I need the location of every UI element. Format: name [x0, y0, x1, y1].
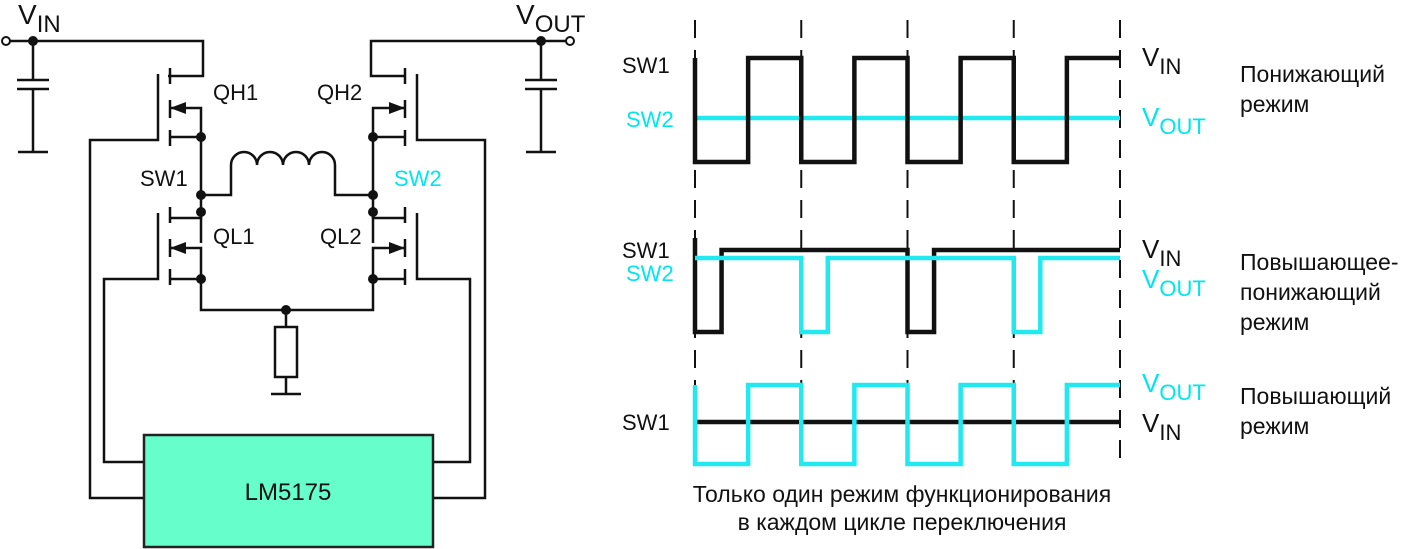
sw1-node-label: SW1	[140, 166, 188, 191]
ql1-mosfet-icon	[102, 207, 206, 464]
sense-resistor-icon	[271, 310, 301, 396]
caption-line-1: Только один режим функционирования	[693, 481, 1111, 507]
boost-mode-line-1: Повышающий	[1240, 383, 1391, 409]
buckboost-mode-line-1: Повышающее-	[1240, 249, 1398, 275]
buckboost-sw2-trace	[695, 255, 1120, 335]
waveforms: SW1 SW2 VIN VOUT Понижающий режим SW1 SW…	[622, 20, 1398, 535]
boost-sw2-trace	[692, 382, 1120, 467]
input-capacitor-icon	[17, 41, 49, 154]
buckboost-vout-label: VOUT	[1142, 264, 1206, 301]
schematic: VIN VOUT QH1	[1, 0, 586, 549]
buckboost-sw1-label: SW1	[622, 238, 670, 263]
sw2-node-label: SW2	[394, 166, 442, 191]
qh2-label: QH2	[317, 80, 362, 105]
buck-sw2-label: SW2	[626, 107, 674, 132]
buckboost-sw2-label: SW2	[626, 261, 674, 286]
vin-terminal	[1, 36, 11, 46]
vin-label: VIN	[18, 0, 61, 38]
buckboost-mode-line-2: понижающий	[1240, 279, 1381, 305]
vin-rail	[10, 39, 205, 78]
vout-rail	[369, 39, 566, 78]
buck-sw1-trace	[692, 55, 1120, 165]
buck-vout-label: VOUT	[1142, 102, 1206, 139]
vout-label: VOUT	[516, 0, 586, 38]
buckboost-mode-line-3: режим	[1240, 309, 1309, 335]
controller-label: LM5175	[245, 479, 332, 506]
buck-mode-line-2: режим	[1240, 91, 1309, 117]
boost-vout-label: VOUT	[1142, 368, 1206, 405]
ql1-label: QL1	[213, 224, 255, 249]
buckboost-sw1-trace	[692, 238, 1120, 335]
caption-line-2: в каждом цикле переключения	[738, 509, 1067, 535]
buck-vin-label: VIN	[1142, 42, 1181, 79]
ql2-label: QL2	[320, 224, 362, 249]
buck-sw1-label: SW1	[622, 53, 670, 78]
qh1-label: QH1	[213, 80, 258, 105]
controller-box	[142, 433, 435, 549]
boost-sw1-label: SW1	[622, 410, 670, 435]
ql2-mosfet-icon	[368, 207, 472, 464]
buckboost-vin-label: VIN	[1142, 234, 1181, 271]
output-capacitor-icon	[525, 41, 557, 154]
inductor-icon	[201, 150, 373, 197]
qh2-mosfet-icon	[368, 68, 487, 500]
vout-terminal	[565, 36, 575, 46]
boost-mode-line-2: режим	[1240, 413, 1309, 439]
boost-vin-label: VIN	[1142, 408, 1181, 445]
qh1-mosfet-icon	[88, 68, 206, 500]
buck-mode-line-1: Понижающий	[1240, 61, 1385, 87]
